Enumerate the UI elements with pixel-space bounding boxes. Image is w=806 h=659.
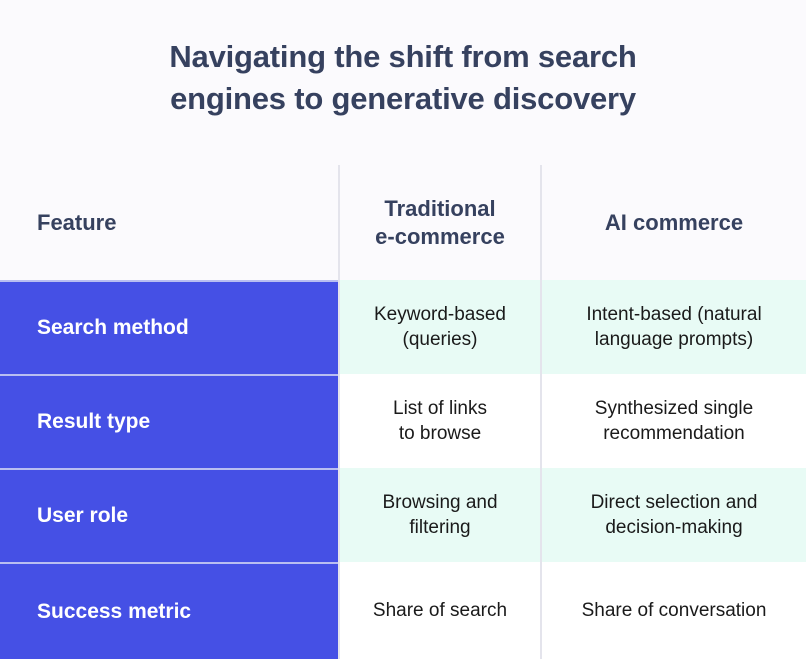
feature-cell: Search method xyxy=(0,280,338,374)
header-cell-traditional: Traditional e-commerce xyxy=(338,165,540,280)
header-label-traditional-line-1: Traditional xyxy=(384,195,496,221)
header-cell-ai: AI commerce xyxy=(540,165,806,280)
traditional-cell: Keyword-based (queries) xyxy=(338,280,540,374)
traditional-value: Share of search xyxy=(372,600,508,621)
traditional-value-line-1: Browsing and xyxy=(382,492,498,513)
title-line-1: Navigating the shift from search xyxy=(169,39,637,74)
ai-value-line-1: Direct selection and xyxy=(590,492,758,513)
feature-cell: Result type xyxy=(0,374,338,468)
traditional-value-line-1: Keyword-based xyxy=(373,304,507,325)
traditional-cell: List of links to browse xyxy=(338,374,540,468)
ai-value-line-2: language prompts) xyxy=(594,329,754,350)
header-label-ai: AI commerce xyxy=(604,209,744,235)
feature-cell: Success metric xyxy=(0,562,338,659)
traditional-value: List of links to browse xyxy=(340,396,540,446)
traditional-value-line-2: filtering xyxy=(409,517,471,538)
traditional-cell: Browsing and filtering xyxy=(338,468,540,562)
traditional-value-line-2: (queries) xyxy=(402,329,478,350)
ai-value: Intent-based (natural language prompts) xyxy=(542,302,806,352)
feature-label: User role xyxy=(37,504,129,527)
table-row: User role Browsing and filtering Direct … xyxy=(0,468,806,562)
ai-value: Direct selection and decision-making xyxy=(542,490,806,540)
header-cell-feature: Feature xyxy=(0,165,338,280)
ai-cell: Intent-based (natural language prompts) xyxy=(540,280,806,374)
ai-cell: Share of conversation xyxy=(540,562,806,659)
ai-value-line-1: Intent-based (natural xyxy=(586,304,762,325)
traditional-cell: Share of search xyxy=(338,562,540,659)
traditional-value: Keyword-based (queries) xyxy=(340,302,540,352)
header-label-traditional-line-2: e-commerce xyxy=(375,223,505,249)
ai-value-line-2: recommendation xyxy=(603,423,745,444)
traditional-value: Browsing and filtering xyxy=(340,490,540,540)
ai-value-line-2: decision-making xyxy=(605,517,743,538)
ai-cell: Synthesized single recommendation xyxy=(540,374,806,468)
comparison-table: Feature Traditional e-commerce AI commer… xyxy=(0,165,806,659)
title-line-2: engines to generative discovery xyxy=(170,81,636,116)
ai-value: Share of conversation xyxy=(581,600,767,621)
feature-label: Search method xyxy=(37,316,189,339)
page-title: Navigating the shift from search engines… xyxy=(0,36,806,120)
table-row: Success metric Share of search Share of … xyxy=(0,562,806,659)
ai-value-line-1: Synthesized single xyxy=(594,398,754,419)
header-label-traditional: Traditional e-commerce xyxy=(340,195,540,251)
table-row: Search method Keyword-based (queries) In… xyxy=(0,280,806,374)
feature-cell: User role xyxy=(0,468,338,562)
traditional-value-line-2: to browse xyxy=(398,423,482,444)
table-row: Result type List of links to browse Synt… xyxy=(0,374,806,468)
feature-label: Result type xyxy=(37,410,151,433)
feature-label: Success metric xyxy=(37,599,192,623)
table-header-row: Feature Traditional e-commerce AI commer… xyxy=(0,165,806,280)
header-label-feature: Feature xyxy=(37,209,117,235)
traditional-value-line-1: List of links xyxy=(393,398,487,419)
ai-cell: Direct selection and decision-making xyxy=(540,468,806,562)
ai-value: Synthesized single recommendation xyxy=(542,396,806,446)
